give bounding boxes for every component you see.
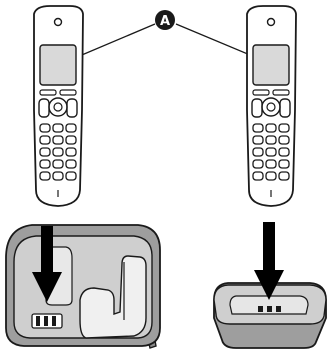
callout-badge: A xyxy=(155,10,175,30)
charge-contacts-icon xyxy=(32,314,62,328)
main-base-unit xyxy=(6,225,160,348)
charge-contacts-icon xyxy=(258,306,281,312)
handset-right xyxy=(247,6,296,206)
callout-letter: A xyxy=(160,14,170,29)
handset-screen xyxy=(40,45,76,85)
handset-left xyxy=(34,6,83,206)
handset-screen xyxy=(253,45,289,85)
